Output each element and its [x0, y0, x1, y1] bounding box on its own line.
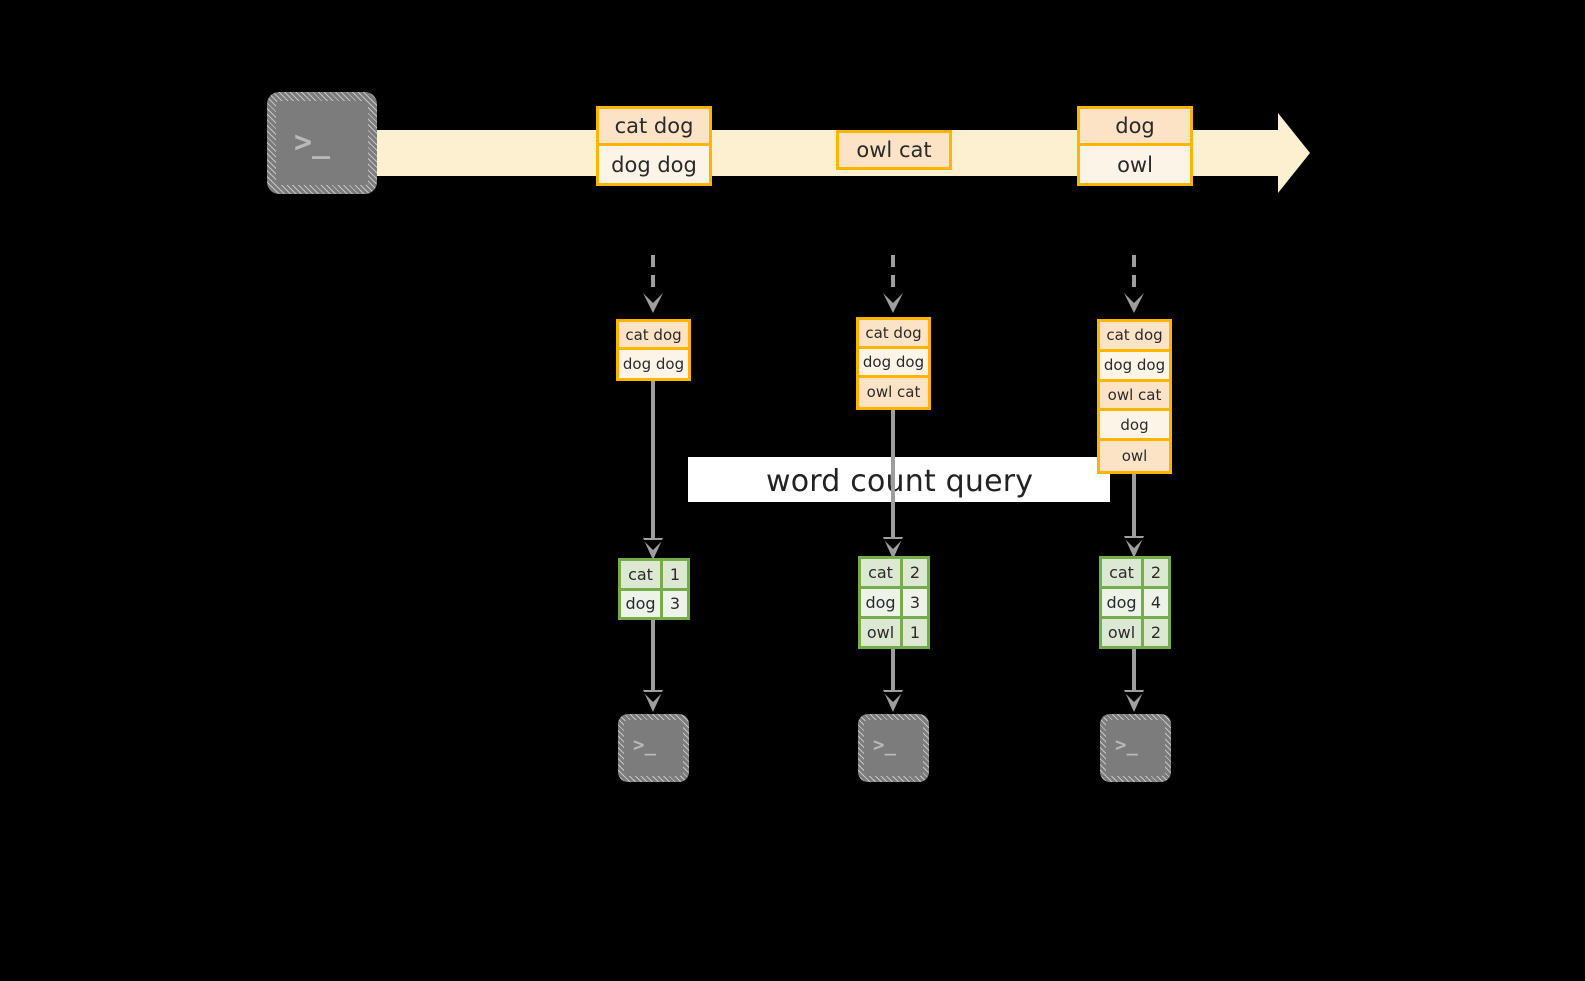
- result-count: 2: [1144, 619, 1168, 646]
- stream-to-snapshot-connector: [891, 255, 895, 295]
- snapshot-to-result-arrowhead: [1124, 536, 1144, 558]
- result-count: 1: [903, 619, 927, 646]
- result-count: 4: [1144, 589, 1168, 616]
- snapshot-row: owl: [1100, 441, 1169, 471]
- sink-terminal-icon[interactable]: >_: [618, 714, 689, 782]
- snapshot-box[interactable]: cat dog dog dog owl cat dog owl: [1097, 319, 1172, 474]
- snapshot-to-result-arrowhead: [883, 537, 903, 559]
- result-word: dog: [621, 590, 663, 617]
- stream-message-row: dog: [1080, 109, 1190, 146]
- stream-message-box[interactable]: owl cat: [836, 130, 952, 170]
- result-to-sink-arrowhead: [1124, 690, 1144, 712]
- snapshot-row: dog dog: [859, 349, 928, 378]
- terminal-hatch-border: [267, 92, 377, 194]
- result-row: cat 2: [1102, 559, 1168, 589]
- result-row: owl 2: [1102, 619, 1168, 646]
- source-terminal-icon[interactable]: >_: [267, 92, 377, 194]
- snapshot-row: cat dog: [859, 320, 928, 349]
- snapshot-row: dog dog: [1100, 351, 1169, 382]
- snapshot-to-result-connector: [1132, 474, 1136, 540]
- result-word: cat: [1102, 559, 1144, 586]
- query-label-band: [688, 457, 1110, 502]
- result-word: dog: [1102, 589, 1144, 616]
- stream-message-row: dog dog: [599, 146, 709, 183]
- stream-message-row: owl: [1080, 146, 1190, 183]
- result-count: 3: [663, 590, 687, 617]
- snapshot-row: cat dog: [619, 322, 688, 350]
- result-to-sink-connector: [1132, 649, 1136, 692]
- result-row: dog 4: [1102, 589, 1168, 619]
- stream-to-snapshot-arrowhead: [883, 293, 903, 313]
- result-word: cat: [621, 561, 663, 588]
- terminal-hatch-border: [1100, 714, 1171, 782]
- snapshot-to-result-arrowhead: [643, 538, 663, 560]
- snapshot-row: dog: [1100, 411, 1169, 442]
- terminal-prompt-glyph: >_: [294, 125, 331, 160]
- result-count: 3: [903, 589, 927, 616]
- stream-to-snapshot-arrowhead: [1124, 293, 1144, 313]
- snapshot-box[interactable]: cat dog dog dog owl cat: [856, 317, 931, 410]
- stream-to-snapshot-connector: [651, 255, 655, 295]
- result-word: owl: [861, 619, 903, 646]
- query-label-text: word count query: [766, 464, 1034, 499]
- stream-to-snapshot-connector: [1132, 255, 1136, 295]
- stream-to-snapshot-arrowhead: [643, 293, 663, 313]
- sink-terminal-icon[interactable]: >_: [1100, 714, 1171, 782]
- stream-arrowhead: [1278, 113, 1310, 193]
- snapshot-row: owl cat: [859, 377, 928, 407]
- result-to-sink-connector: [891, 649, 895, 692]
- result-table[interactable]: cat 1 dog 3: [618, 558, 690, 620]
- terminal-prompt-glyph: >_: [633, 734, 656, 756]
- result-to-sink-arrowhead: [643, 690, 663, 712]
- sink-terminal-icon[interactable]: >_: [858, 714, 929, 782]
- terminal-hatch-border: [618, 714, 689, 782]
- result-word: cat: [861, 559, 903, 586]
- result-to-sink-arrowhead: [883, 690, 903, 712]
- result-row: cat 2: [861, 559, 927, 589]
- stream-message-row: owl cat: [839, 133, 949, 167]
- result-count: 2: [903, 559, 927, 586]
- result-word: owl: [1102, 619, 1144, 646]
- result-table[interactable]: cat 2 dog 4 owl 2: [1099, 556, 1171, 649]
- result-row: dog 3: [861, 589, 927, 619]
- result-to-sink-connector: [651, 620, 655, 692]
- result-table[interactable]: cat 2 dog 3 owl 1: [858, 556, 930, 649]
- snapshot-row: dog dog: [619, 350, 688, 378]
- snapshot-row: owl cat: [1100, 381, 1169, 412]
- result-row: cat 1: [621, 561, 687, 591]
- terminal-hatch-border: [858, 714, 929, 782]
- snapshot-to-result-connector: [651, 381, 655, 541]
- snapshot-box[interactable]: cat dog dog dog: [616, 319, 691, 381]
- stream-message-box[interactable]: cat dog dog dog: [596, 106, 712, 186]
- result-count: 1: [663, 561, 687, 588]
- terminal-prompt-glyph: >_: [873, 734, 896, 756]
- result-word: dog: [861, 589, 903, 616]
- stream-message-row: cat dog: [599, 109, 709, 146]
- result-count: 2: [1144, 559, 1168, 586]
- snapshot-to-result-connector: [891, 410, 895, 540]
- stream-message-box[interactable]: dog owl: [1077, 106, 1193, 186]
- terminal-prompt-glyph: >_: [1115, 734, 1138, 756]
- result-row: dog 3: [621, 590, 687, 617]
- snapshot-row: cat dog: [1100, 322, 1169, 352]
- result-row: owl 1: [861, 619, 927, 646]
